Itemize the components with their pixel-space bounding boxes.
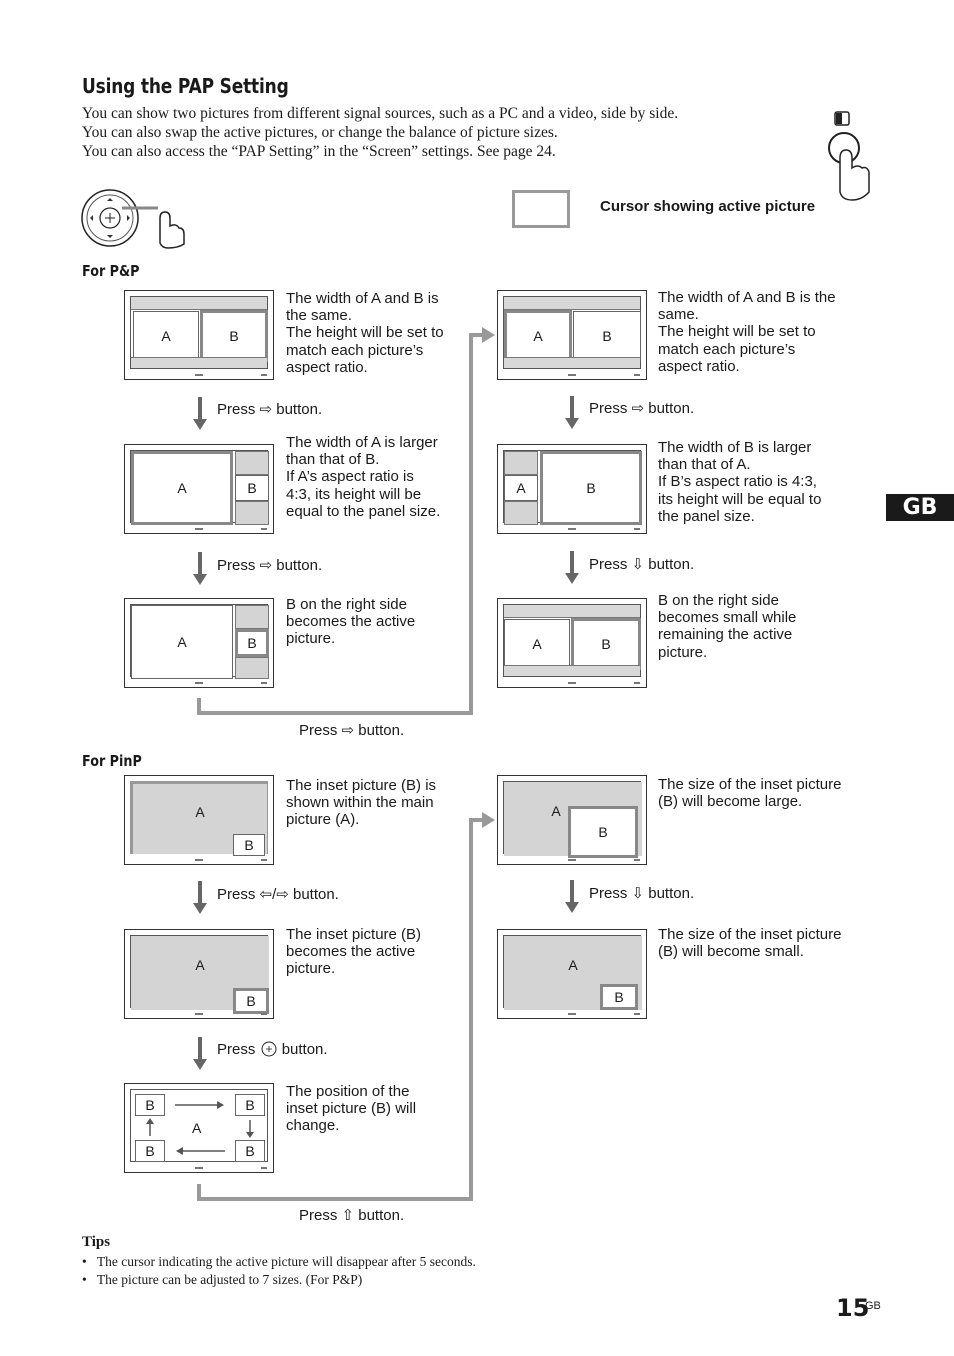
picture-b-label: B	[601, 636, 611, 652]
down-arrow	[193, 1037, 207, 1070]
pp-desc-5: The width of B is larger than that of A.…	[658, 439, 822, 525]
picture-a-label: A	[177, 480, 187, 496]
pp-press-2: Press ⇨ button.	[217, 557, 323, 574]
picture-a-label: A	[533, 328, 543, 344]
picture-b-label: B	[245, 1143, 255, 1159]
side-tab-gb: GB	[886, 494, 954, 521]
pp-screen-2: A B	[124, 444, 274, 534]
picture-a-label: A	[195, 957, 205, 973]
pinp-screen-4: A B	[497, 775, 647, 865]
picture-a-label: A	[516, 480, 526, 496]
pinp-heading: For PinP	[82, 752, 142, 770]
down-arrow	[193, 552, 207, 585]
pinp-press-4: Press ⇩ button.	[589, 885, 695, 902]
pinp-press-3: Press ⇧ button.	[299, 1207, 405, 1224]
picture-b-label: B	[145, 1097, 155, 1113]
picture-b-label: B	[145, 1143, 155, 1159]
picture-b-label: B	[247, 635, 257, 651]
pp-desc-4: The width of A and B is the same. The he…	[658, 289, 836, 375]
down-arrow	[565, 396, 579, 429]
pp-screen-6: A B	[497, 598, 647, 688]
pinp-desc-4: The size of the inset picture (B) will b…	[658, 776, 842, 811]
tip-item-1: • The cursor indicating the active pictu…	[82, 1254, 476, 1269]
pinp-press-2-pre: Press	[217, 1041, 256, 1058]
pinp-press-1: Press ⇦/⇨ button.	[217, 886, 339, 903]
pp-desc-6: B on the right side becomes small while …	[658, 592, 797, 661]
picture-b-label: B	[244, 837, 254, 853]
picture-a-label: A	[195, 804, 205, 820]
tip-text-2: The picture can be adjusted to 7 sizes. …	[96, 1272, 363, 1287]
picture-b-label: B	[614, 989, 624, 1005]
down-arrow	[193, 881, 207, 914]
pinp-press-2-post: button.	[281, 1041, 328, 1058]
joystick-center-icon	[261, 1041, 277, 1057]
picture-b-label: B	[247, 480, 257, 496]
joystick-icon	[81, 189, 185, 249]
pinp-screen-1: A B	[124, 775, 274, 865]
position-cycle-arrows	[146, 1101, 254, 1155]
tips-heading: Tips	[82, 1234, 111, 1250]
pinp-desc-5: The size of the inset picture (B) will b…	[658, 926, 842, 961]
picture-a-label: A	[532, 636, 542, 652]
intro-line-2: You can also swap the active pictures, o…	[82, 124, 558, 141]
picture-a-label: A	[192, 1120, 202, 1136]
page-suffix: GB	[865, 1300, 881, 1312]
pp-desc-3: B on the right side becomes the active p…	[286, 596, 416, 648]
pinp-screen-2: A B	[124, 929, 274, 1019]
pp-screen-3: A B	[124, 598, 274, 688]
pinp-press-2: Press button.	[217, 1041, 328, 1058]
page-number: 15	[836, 1294, 870, 1322]
pp-press-4: Press ⇨ button.	[589, 400, 695, 417]
pp-screen-5: A B	[497, 444, 647, 534]
picture-b-label: B	[602, 328, 612, 344]
intro-line-3: You can also access the “PAP Setting” in…	[82, 143, 556, 160]
pinp-desc-2: The inset picture (B) becomes the active…	[286, 926, 422, 978]
picture-b-label: B	[246, 993, 256, 1009]
pinp-connector-arrow	[197, 812, 495, 1201]
picture-a-label: A	[551, 803, 561, 819]
tip-text-1: The cursor indicating the active picture…	[96, 1254, 476, 1269]
picture-b-label: B	[598, 824, 608, 840]
down-arrow	[565, 551, 579, 584]
cursor-legend-box	[512, 190, 570, 228]
picture-a-label: A	[161, 328, 171, 344]
remote-hand-icon	[828, 111, 870, 201]
intro-line-1: You can show two pictures from different…	[82, 105, 679, 122]
cursor-caption: Cursor showing active picture	[600, 198, 816, 215]
picture-b-label: B	[245, 1097, 255, 1113]
pp-heading: For P&P	[82, 262, 140, 280]
pinp-screen-5: A B	[497, 929, 647, 1019]
picture-a-label: A	[177, 634, 187, 650]
pp-desc-2: The width of A is larger than that of B.…	[286, 434, 441, 520]
pinp-screen-3: B B B B A	[124, 1083, 274, 1173]
pinp-desc-3: The position of the inset picture (B) wi…	[286, 1083, 417, 1135]
picture-a-label: A	[568, 957, 578, 973]
pp-press-3: Press ⇨ button.	[299, 722, 405, 739]
pp-desc-1: The width of A and B is the same. The he…	[286, 290, 444, 376]
pp-press-1: Press ⇨ button.	[217, 401, 323, 418]
down-arrow	[193, 397, 207, 430]
pp-press-5: Press ⇩ button.	[589, 556, 695, 573]
tip-item-2: • The picture can be adjusted to 7 sizes…	[82, 1272, 363, 1287]
pp-screen-1: A B	[124, 290, 274, 380]
picture-b-label: B	[586, 480, 596, 496]
pp-connector-arrow	[197, 327, 495, 715]
down-arrow	[565, 880, 579, 913]
page-title: Using the PAP Setting	[82, 74, 289, 98]
pp-screen-4: A B	[497, 290, 647, 380]
picture-b-label: B	[229, 328, 239, 344]
pinp-desc-1: The inset picture (B) is shown within th…	[286, 777, 437, 829]
